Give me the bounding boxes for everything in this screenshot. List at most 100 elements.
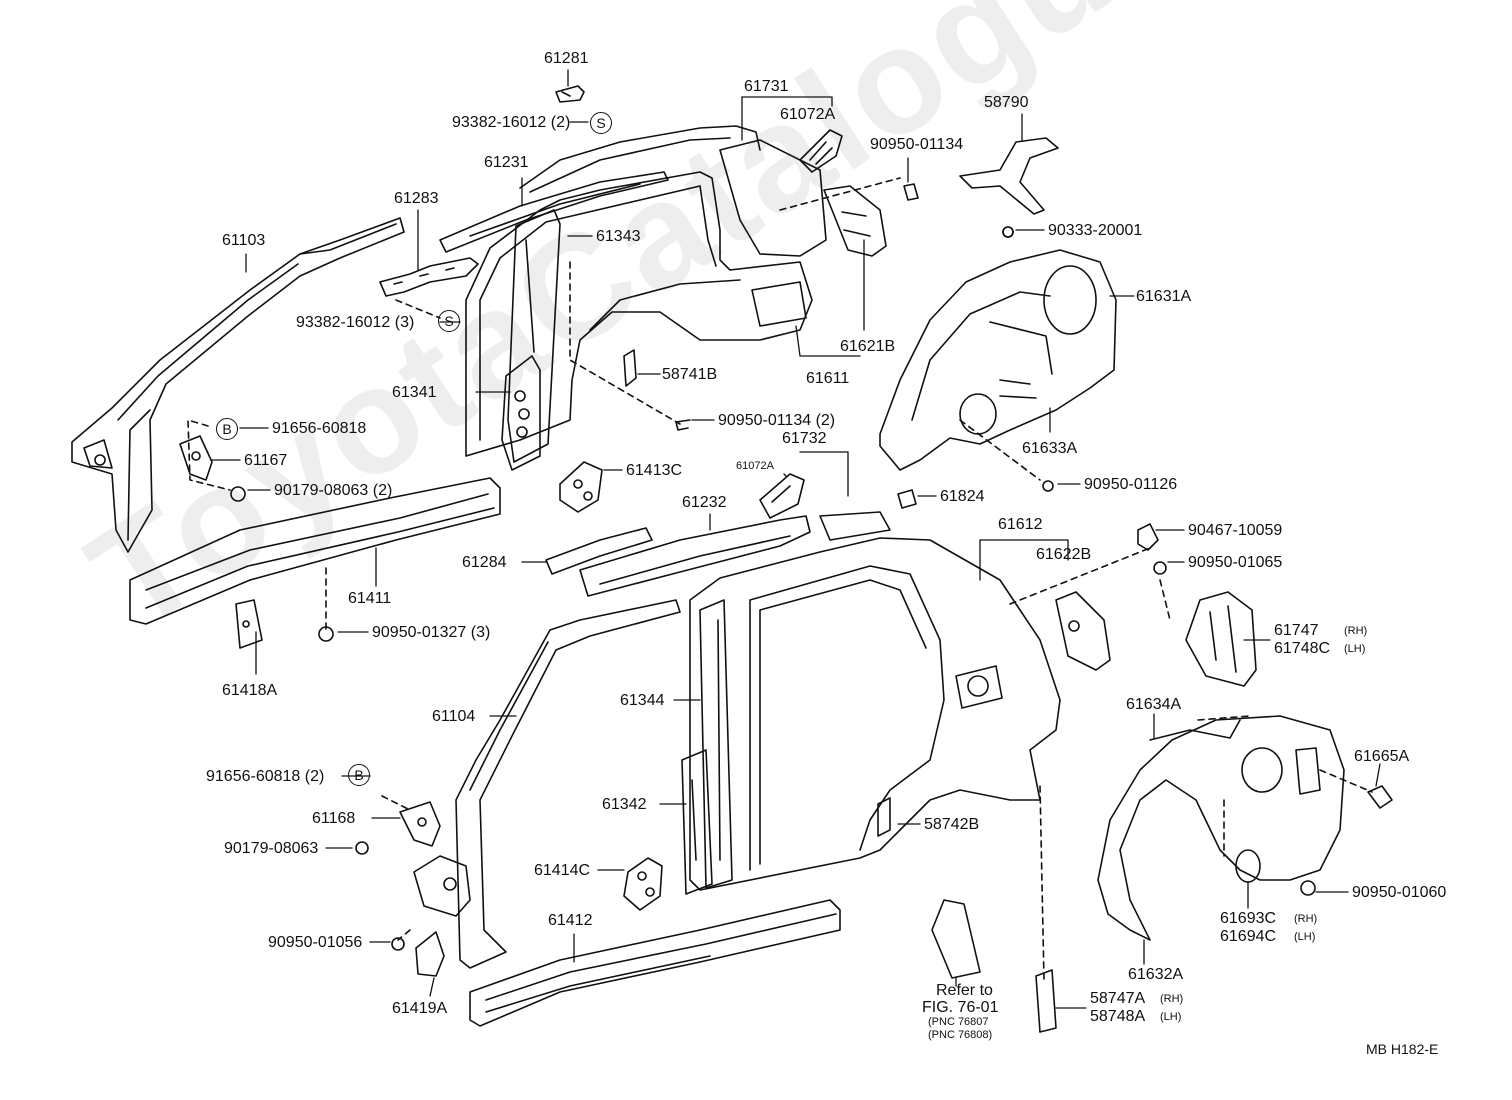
part-61414C-drawing — [623, 857, 663, 911]
label-58790: 58790 — [984, 94, 1029, 111]
label-61612: 61612 — [998, 516, 1043, 533]
part-58742B-drawing — [877, 797, 891, 837]
part-61622B-drawing — [1055, 591, 1111, 671]
label-61824: 61824 — [940, 488, 985, 505]
part-61342-drawing — [681, 599, 733, 895]
label-61748C-lh: (LH) — [1344, 643, 1366, 655]
part-61632A-drawing — [1097, 715, 1345, 941]
reference-note: Refer to FIG. 76-01 (PNC 76807 (PNC 7680… — [922, 982, 998, 1042]
part-61167-drawing — [179, 435, 213, 481]
label-61412: 61412 — [548, 912, 593, 929]
part-61412-drawing — [469, 899, 841, 1027]
reference-note-pnc2: (PNC 76808) — [928, 1029, 993, 1041]
label-61693C-rh: (RH) — [1294, 913, 1318, 925]
label-58748A-lh: (LH) — [1160, 1011, 1182, 1023]
label-61344: 61344 — [620, 692, 665, 709]
label-61167: 61167 — [244, 452, 288, 469]
label-61413C: 61413C — [626, 462, 683, 479]
figure-code: MB H182-E — [1366, 1041, 1439, 1057]
label-61414C: 61414C — [534, 862, 591, 879]
reference-note-pnc1: (PNC 76807 — [928, 1016, 989, 1028]
part-61747-drawing — [1185, 591, 1257, 687]
part-61168-drawing — [399, 801, 441, 847]
label-90950-01327-3: 90950-01327 (3) — [372, 624, 491, 641]
part-61104-drawing — [413, 599, 681, 969]
label-61343: 61343 — [596, 228, 641, 245]
part-90467-10059-drawing — [1137, 523, 1159, 551]
label-90950-01134-2: 90950-01134 (2) — [718, 412, 836, 429]
label-61342: 61342 — [602, 796, 647, 813]
label-61633A: 61633A — [1022, 440, 1078, 457]
label-61611: 61611 — [806, 370, 850, 387]
part-61824-drawing — [897, 489, 917, 509]
label-61231: 61231 — [484, 154, 529, 171]
label-61104: 61104 — [432, 708, 476, 725]
label-61621B: 61621B — [840, 338, 896, 355]
label-61634A: 61634A — [1126, 696, 1182, 713]
part-61665A-drawing — [1367, 785, 1393, 809]
label-90950-01134: 90950-01134 — [870, 136, 964, 153]
label-61622B: 61622B — [1036, 546, 1092, 563]
reference-note-line1: Refer to — [936, 982, 993, 999]
part-61284-drawing — [545, 527, 653, 575]
label-90950-01065: 90950-01065 — [1188, 554, 1283, 571]
label-61419A: 61419A — [392, 1000, 448, 1017]
label-61731: 61731 — [744, 78, 789, 95]
dashed-connectors — [187, 261, 1373, 981]
label-90333-20001: 90333-20001 — [1048, 222, 1143, 239]
label-58748A: 58748A — [1090, 1008, 1146, 1025]
part-61341-drawing — [501, 209, 561, 471]
leader-lines — [211, 69, 1381, 1009]
part-61103-drawing — [71, 217, 405, 553]
part-61411-drawing — [129, 477, 501, 625]
part-61418A-drawing — [235, 599, 263, 649]
part-58741B-drawing — [623, 349, 637, 387]
part-61281-drawing — [555, 85, 585, 103]
label-61103: 61103 — [222, 232, 266, 249]
label-61693C: 61693C — [1220, 910, 1277, 927]
part-61072A-mid-drawing — [759, 473, 805, 519]
label-90179-08063-2: 90179-08063 (2) — [274, 482, 393, 499]
label-91656-60818: 91656-60818 — [272, 420, 367, 437]
label-58742B: 58742B — [924, 816, 980, 833]
part-61611-drawing — [465, 125, 827, 457]
b-marker-top: B — [216, 418, 238, 440]
reference-note-line2: FIG. 76-01 — [922, 999, 999, 1016]
part-61283-drawing — [379, 257, 479, 297]
label-61632A: 61632A — [1128, 966, 1184, 983]
s-marker-top: S — [590, 112, 612, 134]
label-61168: 61168 — [312, 810, 356, 827]
label-61341: 61341 — [392, 384, 437, 401]
label-90179-08063: 90179-08063 — [224, 840, 319, 857]
mudguard-reference-drawing — [931, 899, 981, 979]
part-61413C-drawing — [559, 461, 603, 513]
label-61747-rh: (RH) — [1344, 625, 1368, 637]
label-61748C: 61748C — [1274, 640, 1331, 657]
s-marker-mid: S — [438, 310, 460, 332]
part-58747A-drawing — [1035, 969, 1057, 1033]
part-61693C-drawing — [1235, 849, 1261, 883]
label-61694C-lh: (LH) — [1294, 931, 1316, 943]
label-61631A: 61631A — [1136, 288, 1192, 305]
label-91656-60818-2: 91656-60818 (2) — [206, 768, 325, 785]
label-61732: 61732 — [782, 430, 827, 447]
label-61694C: 61694C — [1220, 928, 1277, 945]
label-61665A: 61665A — [1354, 748, 1410, 765]
label-90950-01060: 90950-01060 — [1352, 884, 1447, 901]
fasteners — [230, 183, 1316, 951]
label-61072A-top: 61072A — [780, 106, 836, 123]
part-61231-drawing — [439, 171, 669, 253]
b-marker-bottom: B — [348, 764, 370, 786]
label-61281: 61281 — [544, 50, 589, 67]
label-61411: 61411 — [348, 590, 392, 607]
label-93382-16012-3: 93382-16012 (3) — [296, 314, 415, 331]
part-61232-drawing — [579, 515, 811, 597]
label-58747A: 58747A — [1090, 990, 1146, 1007]
part-61631A-drawing — [879, 249, 1117, 471]
label-61072A-mid: 61072A — [736, 460, 774, 472]
label-61747: 61747 — [1274, 622, 1319, 639]
part-58790-drawing — [959, 137, 1059, 215]
label-61418A: 61418A — [222, 682, 278, 699]
